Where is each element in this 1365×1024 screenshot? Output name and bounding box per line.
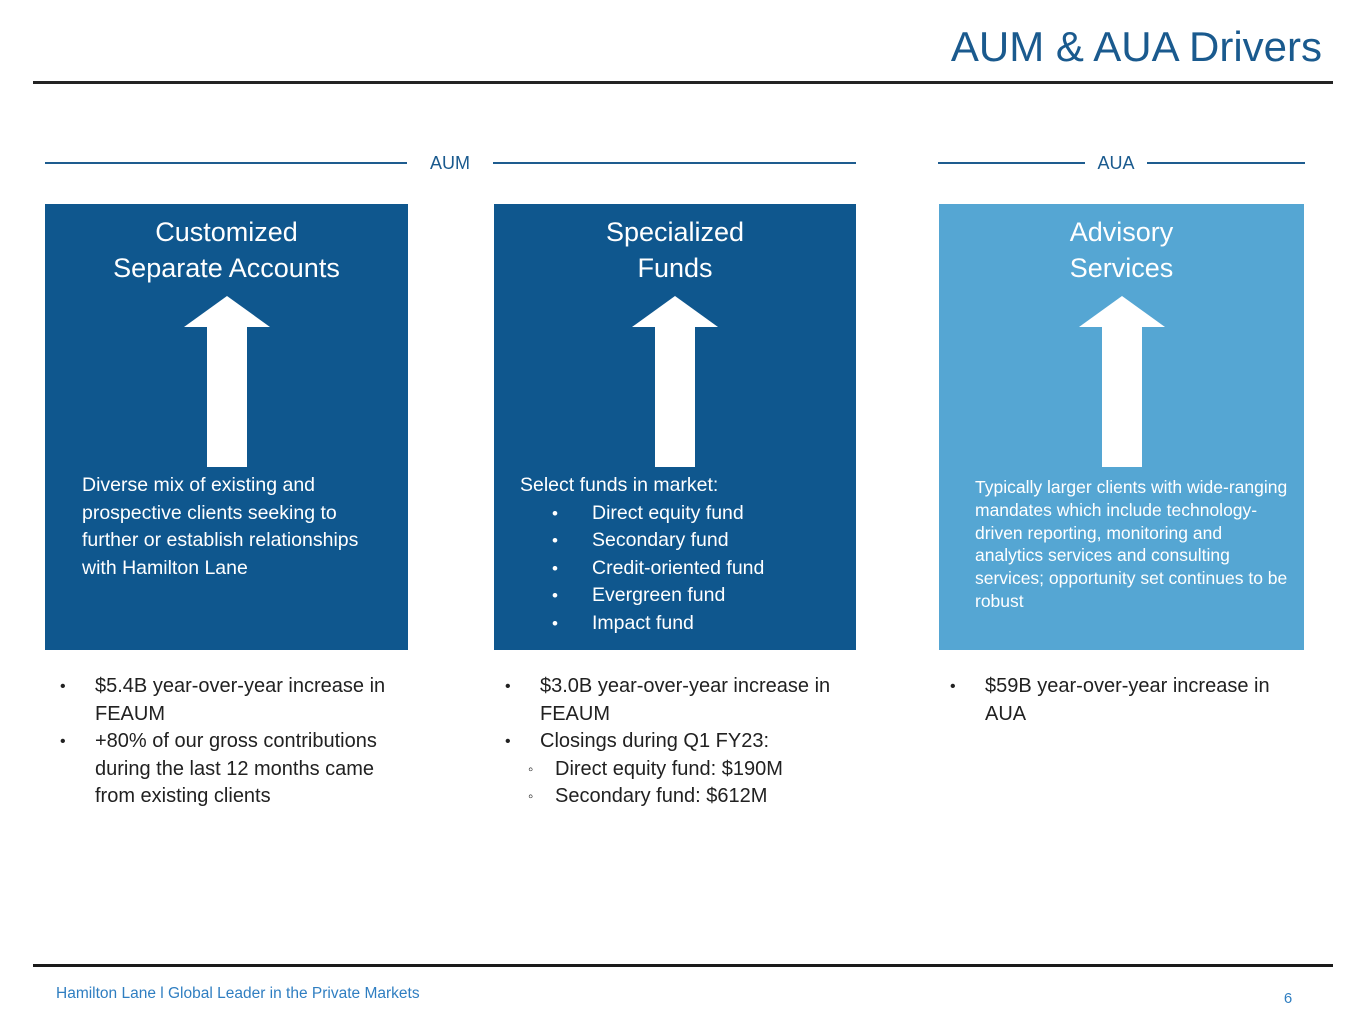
fund-list-item: Impact fund [552, 610, 846, 638]
box-advisory-services: Advisory Services Typically larger clien… [939, 204, 1304, 650]
aua-section-line-right [1147, 162, 1305, 164]
box-title: Customized Separate Accounts [45, 214, 408, 286]
up-arrow-shaft [1101, 327, 1142, 467]
notes-list: $5.4B year-over-year increase in FEAUM +… [45, 673, 395, 811]
fund-list: Direct equity fund Secondary fund Credit… [552, 500, 846, 638]
notes-specialized-funds: $3.0B year-over-year increase in FEAUM C… [490, 673, 855, 811]
box-specialized-funds: Specialized Funds Select funds in market… [494, 204, 856, 650]
aua-section-line-left [938, 162, 1085, 164]
up-arrow-shaft [655, 327, 695, 467]
up-arrow-head [1078, 296, 1165, 327]
fund-list-item: Evergreen fund [552, 582, 846, 610]
page-title: AUM & AUA Drivers [950, 23, 1322, 70]
aum-section-line-right [493, 162, 856, 164]
note-item: +80% of our gross contributions during t… [45, 728, 395, 811]
up-arrow-icon [939, 296, 1304, 467]
note-item: $59B year-over-year increase in AUA [935, 673, 1295, 728]
box-body-text: Select funds in market: Direct equity fu… [520, 472, 846, 637]
note-sub-item: Direct equity fund: $190M [490, 756, 855, 784]
fund-list-item: Credit-oriented fund [552, 555, 846, 583]
box-customized-separate-accounts: Customized Separate Accounts Diverse mix… [45, 204, 408, 650]
box-title-line1: Advisory [1069, 217, 1174, 247]
fund-list-item: Direct equity fund [552, 500, 846, 528]
aum-section-label: AUM [430, 153, 470, 173]
note-sub-item: Secondary fund: $612M [490, 783, 855, 811]
note-item: Closings during Q1 FY23: [490, 728, 855, 756]
note-item: $3.0B year-over-year increase in FEAUM [490, 673, 855, 728]
aum-section-line-left [45, 162, 407, 164]
up-arrow-icon [494, 296, 856, 467]
up-arrow-shaft [206, 327, 247, 467]
box-title-line2: Separate Accounts [113, 253, 340, 283]
title-divider [33, 81, 1333, 84]
note-item: $5.4B year-over-year increase in FEAUM [45, 673, 395, 728]
box-body-intro: Select funds in market: [520, 474, 719, 496]
fund-list-item: Secondary fund [552, 527, 846, 555]
box-body-text: Diverse mix of existing and prospective … [82, 474, 359, 579]
page-number: 6 [1283, 990, 1293, 1007]
up-arrow-icon [45, 296, 408, 467]
notes-list: $3.0B year-over-year increase in FEAUM C… [490, 673, 855, 811]
box-title-line1: Customized [155, 217, 298, 247]
box-body-text: Typically larger clients with wide-rangi… [975, 477, 1288, 611]
box-title: Specialized Funds [494, 214, 856, 286]
notes-advisory-services: $59B year-over-year increase in AUA [935, 673, 1295, 728]
footer-tagline: Hamilton Lane l Global Leader in the Pri… [56, 985, 420, 1002]
box-title-line2: Services [1069, 253, 1174, 283]
box-title-line2: Funds [637, 253, 713, 283]
box-title-line1: Specialized [605, 217, 745, 247]
up-arrow-head [183, 296, 270, 327]
notes-customized-separate-accounts: $5.4B year-over-year increase in FEAUM +… [45, 673, 395, 811]
box-title: Advisory Services [939, 214, 1304, 286]
aua-section-label: AUA [1097, 153, 1135, 173]
up-arrow-head [632, 296, 718, 327]
footer-divider [33, 964, 1333, 967]
notes-list: $59B year-over-year increase in AUA [935, 673, 1295, 728]
